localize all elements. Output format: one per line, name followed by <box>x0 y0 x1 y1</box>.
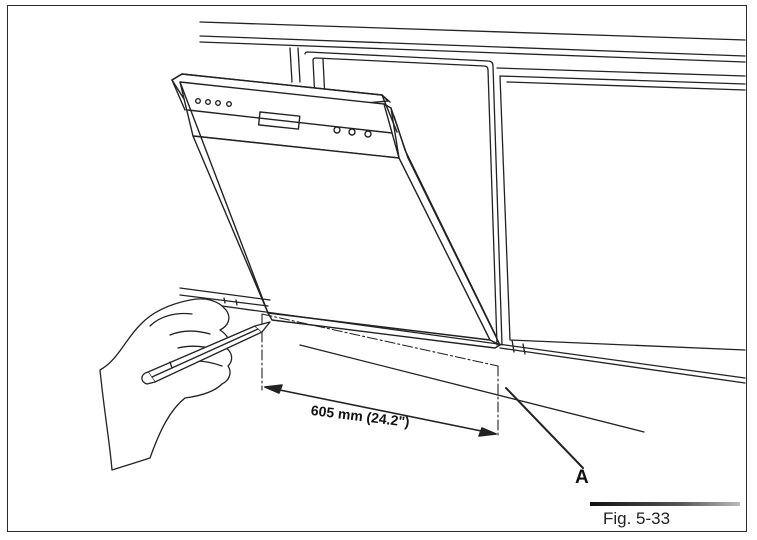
dishwasher-illustration <box>171 73 501 349</box>
figure-frame <box>7 5 747 532</box>
callout-label-a: A <box>575 467 589 488</box>
countertop-lines <box>199 21 746 63</box>
hand-with-pencil <box>99 298 271 471</box>
dimension-arrow <box>264 384 497 437</box>
cabinet-opening <box>289 47 746 351</box>
callout-leader <box>505 387 584 469</box>
caption-bar <box>590 502 740 506</box>
floor-lines <box>179 287 746 433</box>
figure-caption: Fig. 5-33 <box>603 509 671 528</box>
